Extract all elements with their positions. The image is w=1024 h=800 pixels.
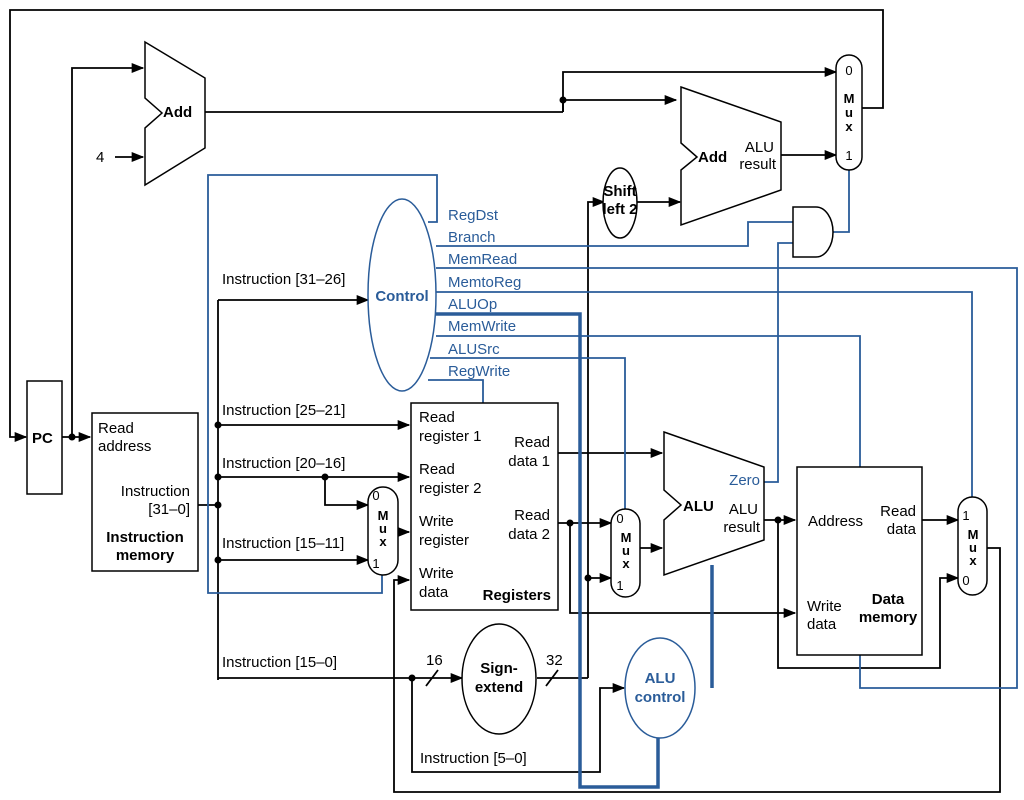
reg-write-register-a: Write <box>419 513 454 530</box>
control-signal-labels: RegDst Branch MemRead MemtoReg ALUOp Mem… <box>448 207 521 380</box>
field-20-16: Instruction [20–16] <box>222 455 345 472</box>
memtoreg-mux-u: u <box>969 540 977 555</box>
pc-mux-m: M <box>844 91 855 106</box>
dmem-title-2: memory <box>859 609 918 626</box>
signal-regwrite: RegWrite <box>448 363 510 380</box>
alusrc-mux-input-0: 0 <box>616 511 623 526</box>
reg-write-data-b: data <box>419 584 449 601</box>
field-31-26: Instruction [31–26] <box>222 271 345 288</box>
registers-title: Registers <box>483 587 551 604</box>
control-label: Control <box>375 288 428 305</box>
signal-alusrc: ALUSrc <box>448 341 500 358</box>
register-file: Read register 1 Read register 2 Write re… <box>410 402 559 611</box>
branch-adder-result-label: result <box>739 156 777 173</box>
pc-source-mux: 0 M u x 1 <box>835 54 863 171</box>
reg-read-register-1-a: Read <box>419 409 455 426</box>
alu-result-label: result <box>723 519 761 536</box>
main-alu: ALU Zero ALU result <box>663 430 765 577</box>
alu-zero-label: Zero <box>729 472 760 489</box>
imem-bits-label: [31–0] <box>148 501 190 518</box>
shift-label-1: Shift <box>603 183 636 200</box>
field-5-0: Instruction [5–0] <box>420 750 527 767</box>
and-gate <box>792 206 834 258</box>
pc-mux-x: x <box>845 119 853 134</box>
instruction-memory: Read address Instruction [31–0] Instruct… <box>91 412 199 572</box>
imem-title-1: Instruction <box>106 529 184 546</box>
branch-adder-alu-label: ALU <box>745 139 774 156</box>
reg-read-data-1-b: data 1 <box>508 453 550 470</box>
sign-extend: Sign- extend <box>461 623 537 735</box>
control-wires <box>207 170 1018 789</box>
alusrc-mux-u: u <box>622 543 630 558</box>
reg-read-data-2-a: Read <box>514 507 550 524</box>
shift-label-2: left 2 <box>602 201 637 218</box>
alu-alu-label: ALU <box>729 501 758 518</box>
memtoreg-mux-x: x <box>969 553 977 568</box>
pc-mux-u: u <box>845 105 853 120</box>
regdst-mux-input-1: 1 <box>372 556 379 571</box>
signal-memtoreg: MemtoReg <box>448 274 521 291</box>
alusrc-mux-input-1: 1 <box>616 578 623 593</box>
program-counter: PC <box>26 380 63 495</box>
regdst-mux-u: u <box>379 521 387 536</box>
dmem-read-data-a: Read <box>880 503 916 520</box>
dmem-address-label: Address <box>808 513 863 530</box>
junction-dots <box>68 96 782 682</box>
reg-read-data-2-b: data 2 <box>508 526 550 543</box>
pc-adder-label: Add <box>163 104 192 121</box>
regdst-mux-input-0: 0 <box>372 488 379 503</box>
reg-read-register-2-a: Read <box>419 461 455 478</box>
reg-read-register-1-b: register 1 <box>419 428 482 445</box>
signal-aluop: ALUOp <box>448 296 497 313</box>
sign-extend-label-2: extend <box>475 679 523 696</box>
imem-title-2: memory <box>116 547 175 564</box>
field-15-11: Instruction [15–11] <box>222 535 344 552</box>
bus-width-16: 16 <box>426 652 443 669</box>
constant-four: 4 <box>96 149 104 166</box>
bus-width-32: 32 <box>546 652 563 669</box>
field-25-21: Instruction [25–21] <box>222 402 345 419</box>
data-memory: Address Read data Write data Data memory <box>796 466 923 656</box>
dmem-write-data-a: Write <box>807 598 842 615</box>
pc-adder: Add <box>144 40 206 187</box>
alu-name: ALU <box>683 498 714 515</box>
reg-write-data-a: Write <box>419 565 454 582</box>
reg-read-register-2-b: register 2 <box>419 480 482 497</box>
branch-adder-name: Add <box>698 149 727 166</box>
imem-address-label: address <box>98 438 151 455</box>
sign-extend-label-1: Sign- <box>480 660 518 677</box>
alu-control-label-2: control <box>635 689 686 706</box>
shift-left-2: Shift left 2 <box>602 167 638 239</box>
pc-label: PC <box>32 430 53 447</box>
imem-read-label: Read <box>98 420 134 437</box>
control-unit: Control <box>367 198 437 392</box>
memtoreg-mux-input-0: 0 <box>962 573 969 588</box>
imem-instruction-label: Instruction <box>121 483 190 500</box>
signal-memread: MemRead <box>448 251 517 268</box>
signal-branch: Branch <box>448 229 496 246</box>
memtoreg-mux-input-1: 1 <box>962 508 969 523</box>
reg-write-register-b: register <box>419 532 469 549</box>
memtoreg-mux: 1 M u x 0 <box>957 496 988 596</box>
reg-read-data-1-a: Read <box>514 434 550 451</box>
regdst-mux: 0 M u x 1 <box>367 486 399 576</box>
alusrc-mux-m: M <box>621 530 632 545</box>
alusrc-mux-x: x <box>622 556 630 571</box>
alu-control-label-1: ALU <box>645 670 676 687</box>
field-15-0: Instruction [15–0] <box>222 654 337 671</box>
regdst-mux-m: M <box>378 508 389 523</box>
alu-control-unit: ALU control <box>624 637 696 739</box>
regdst-mux-x: x <box>379 534 387 549</box>
pc-mux-input-1: 1 <box>845 148 852 163</box>
branch-adder: Add ALU result <box>680 85 782 227</box>
memtoreg-mux-m: M <box>968 527 979 542</box>
signal-memwrite: MemWrite <box>448 318 516 335</box>
signal-regdst: RegDst <box>448 207 499 224</box>
pc-mux-input-0: 0 <box>845 63 852 78</box>
dmem-read-data-b: data <box>887 521 917 538</box>
alusrc-mux: 0 M u x 1 <box>610 508 641 598</box>
dmem-title-1: Data <box>872 591 905 608</box>
dmem-write-data-b: data <box>807 616 837 633</box>
